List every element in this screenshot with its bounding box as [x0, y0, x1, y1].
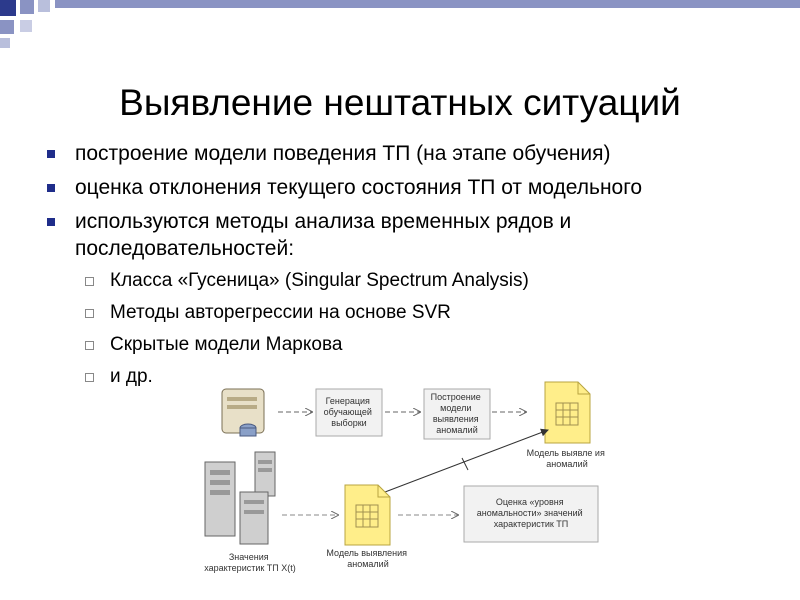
sub-bullet-text: и др.: [110, 366, 153, 387]
model-document-icon: [544, 381, 591, 444]
bullet-item: построение модели поведения ТП (на этапе…: [45, 140, 765, 167]
gen-sample-label: Генерация обучающей выборки: [324, 396, 375, 428]
eval-box-label: Оценка «уровня аномальности» значений ха…: [477, 497, 585, 529]
server-icon: [221, 388, 265, 437]
page-title: Выявление нештатных ситуаций: [119, 82, 681, 123]
sub-bullet-item: Скрытые модели Маркова: [45, 333, 765, 357]
sub-bullet-text: Скрытые модели Маркова: [110, 334, 343, 355]
server-rack-icon: [204, 451, 276, 545]
build-model-box: [423, 388, 491, 440]
hollow-square-bullet-icon: [85, 277, 94, 286]
square-bullet-icon: [47, 218, 55, 226]
sub-bullet-item: и др.: [45, 365, 765, 389]
hollow-square-bullet-icon: [85, 341, 94, 350]
build-model-label: Построение модели выявления аномалий: [431, 392, 484, 435]
gen-sample-box: [315, 388, 383, 437]
arrow-tick: [461, 457, 469, 471]
bullet-text: используются методы анализа временных ря…: [75, 210, 572, 260]
model-bottom-caption: Модель выявления аномалий: [326, 548, 409, 569]
hollow-square-bullet-icon: [85, 373, 94, 382]
servers-caption: Значения характеристик ТП X(t): [204, 552, 296, 573]
model-document-icon: [344, 484, 391, 546]
square-bullet-icon: [47, 184, 55, 192]
bullet-item: используются методы анализа временных ря…: [45, 208, 715, 262]
sub-bullet-text: Класса «Гусеница» (Singular Spectrum Ana…: [110, 270, 529, 291]
model-top-caption: Модель выявле ия аномалий: [527, 448, 608, 469]
bullet-list: построение модели поведения ТП (на этапе…: [45, 140, 765, 397]
bullet-text: оценка отклонения текущего состояния ТП …: [75, 176, 643, 199]
bullet-item: оценка отклонения текущего состояния ТП …: [45, 174, 765, 201]
hollow-square-bullet-icon: [85, 309, 94, 318]
sub-bullet-item: Методы авторегрессии на основе SVR: [45, 301, 765, 325]
sub-bullet-item: Класса «Гусеница» (Singular Spectrum Ana…: [45, 269, 765, 293]
eval-box: [463, 485, 599, 543]
bullet-text: построение модели поведения ТП (на этапе…: [75, 142, 611, 165]
sub-bullet-text: Методы авторегрессии на основе SVR: [110, 302, 451, 323]
arrow-model-link: [384, 428, 549, 493]
square-bullet-icon: [47, 150, 55, 158]
